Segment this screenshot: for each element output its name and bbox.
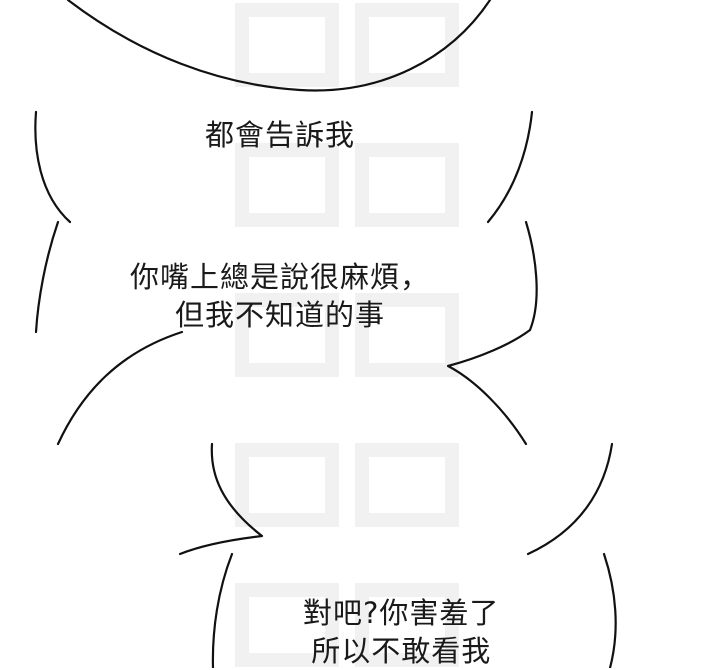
speech-bubble-2-text: 都會告訴我: [205, 116, 355, 154]
speech-bubble-4-right: [526, 442, 614, 556]
speech-bubble-5-right: [602, 552, 617, 668]
dialogue-line: 但我不知道的事: [175, 298, 386, 332]
dialogue-line: 都會告訴我: [205, 118, 356, 152]
speech-bubble-3-text: 你嘴上總是說很麻煩， 但我不知道的事: [130, 258, 430, 334]
speech-bubble-2-right: [486, 110, 534, 224]
speech-bubble-5-text: 對吧?你害羞了 所以不敢看我: [303, 594, 499, 670]
dialogue-line: 所以不敢看我: [311, 634, 492, 668]
dialogue-line: 你嘴上總是說很麻煩，: [130, 260, 431, 294]
speech-bubble-3-tail: [446, 328, 532, 446]
speech-bubble-3-left-lower: [56, 330, 184, 446]
dialogue-line: 對吧?你害羞了: [303, 596, 500, 630]
speech-bubble-3-left-upper: [34, 220, 60, 334]
speech-bubble-2-left: [34, 110, 72, 224]
speech-bubble-4-left: [178, 442, 264, 556]
speech-bubble-5-left: [211, 552, 234, 668]
speech-bubble-1: [66, 0, 492, 92]
speech-bubble-3-right: [524, 220, 538, 332]
